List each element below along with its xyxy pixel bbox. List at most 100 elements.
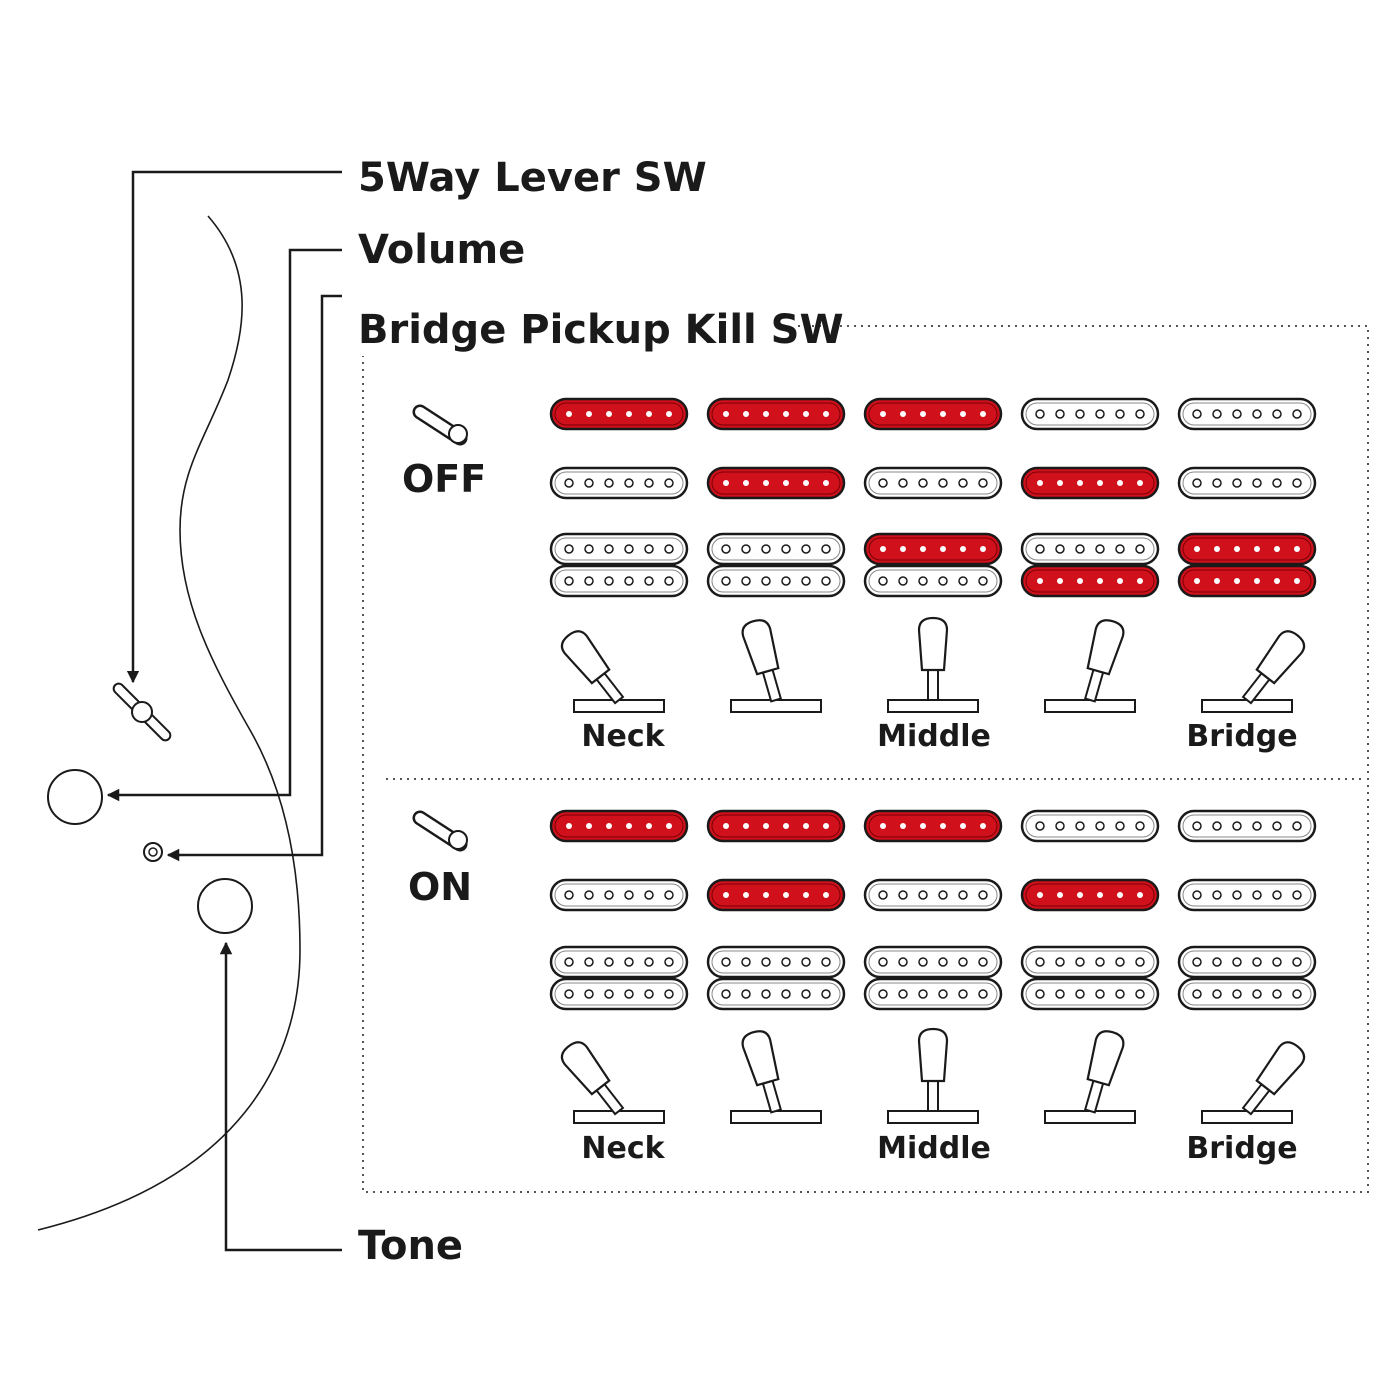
pole-piece xyxy=(1214,578,1220,584)
lever-switch-leader xyxy=(126,170,342,684)
tone-label: Tone xyxy=(358,1223,464,1269)
position-label-bridge: Bridge xyxy=(1186,719,1298,754)
volume-knob-icon xyxy=(47,769,103,825)
pole-piece xyxy=(1055,957,1065,967)
pole-piece xyxy=(978,576,988,586)
pole-piece xyxy=(1252,821,1262,831)
pole-piece xyxy=(938,478,948,488)
pole-piece xyxy=(1272,821,1282,831)
pole-piece xyxy=(626,411,632,417)
pole-piece xyxy=(823,823,829,829)
pole-piece xyxy=(1057,480,1063,486)
pole-piece xyxy=(1254,578,1260,584)
pole-piece xyxy=(1232,821,1242,831)
kill-toggle-off-icon xyxy=(412,404,468,446)
pole-piece xyxy=(1095,544,1105,554)
pole-piece xyxy=(1272,957,1282,967)
pole-piece xyxy=(1055,989,1065,999)
pole-piece xyxy=(646,823,652,829)
position-label-neck: Neck xyxy=(581,719,665,754)
lever-position-bridge-icon-off xyxy=(1201,630,1306,713)
pole-piece xyxy=(741,989,751,999)
pole-piece xyxy=(801,989,811,999)
pole-piece xyxy=(1115,821,1125,831)
pole-piece xyxy=(606,823,612,829)
pole-piece xyxy=(1135,409,1145,419)
pole-piece xyxy=(900,411,906,417)
position-label-middle: Middle xyxy=(877,1131,991,1166)
pickup-humbucker-bottom-off-c1 xyxy=(549,564,689,598)
pole-piece xyxy=(624,478,634,488)
pickup-humbucker-top-off-c3 xyxy=(863,532,1003,566)
pole-piece xyxy=(1192,409,1202,419)
pole-piece xyxy=(1232,957,1242,967)
pole-piece xyxy=(1232,409,1242,419)
pole-piece xyxy=(898,478,908,488)
pickup-single-off-r2-c4 xyxy=(1020,466,1160,500)
pole-piece xyxy=(1135,821,1145,831)
pickup-humbucker-bottom-on-c4 xyxy=(1020,977,1160,1011)
lever-position-middle-bridge-icon-on xyxy=(1044,1030,1136,1124)
pole-piece xyxy=(938,989,948,999)
pole-piece xyxy=(1075,821,1085,831)
pole-piece xyxy=(1097,892,1103,898)
pole-piece xyxy=(920,411,926,417)
pole-piece xyxy=(664,478,674,488)
pickup-humbucker-bottom-off-c4 xyxy=(1020,564,1160,598)
pole-piece xyxy=(803,480,809,486)
pole-piece xyxy=(1137,480,1143,486)
pole-piece xyxy=(743,480,749,486)
pole-piece xyxy=(564,576,574,586)
pole-piece xyxy=(1077,578,1083,584)
pole-piece xyxy=(1077,892,1083,898)
pole-piece xyxy=(763,823,769,829)
pole-piece xyxy=(1057,892,1063,898)
pole-piece xyxy=(566,823,572,829)
pole-piece xyxy=(918,478,928,488)
lever-position-middle-icon-on xyxy=(887,1027,979,1124)
pole-piece xyxy=(823,411,829,417)
pole-piece xyxy=(1115,409,1125,419)
pickup-single-on-r1-c5 xyxy=(1177,809,1317,843)
pole-piece xyxy=(781,957,791,967)
pickup-single-off-r1-c1 xyxy=(549,397,689,431)
pole-piece xyxy=(783,411,789,417)
pole-piece xyxy=(1274,546,1280,552)
pole-piece xyxy=(1252,957,1262,967)
pole-piece xyxy=(1254,546,1260,552)
pickup-humbucker-bottom-on-c2 xyxy=(706,977,846,1011)
position-label-middle: Middle xyxy=(877,719,991,754)
pole-piece xyxy=(1057,578,1063,584)
pole-piece xyxy=(1135,544,1145,554)
lever-position-neck-icon-off xyxy=(560,630,665,713)
pole-piece xyxy=(1135,957,1145,967)
pole-piece xyxy=(1075,957,1085,967)
pickup-humbucker-bottom-off-c2 xyxy=(706,564,846,598)
pole-piece xyxy=(1077,480,1083,486)
pole-piece xyxy=(761,544,771,554)
pole-piece xyxy=(721,989,731,999)
pole-piece xyxy=(878,989,888,999)
pole-piece xyxy=(1234,578,1240,584)
kill-switch-label: Bridge Pickup Kill SW xyxy=(358,307,844,353)
pole-piece xyxy=(743,411,749,417)
pole-piece xyxy=(958,890,968,900)
pole-piece xyxy=(626,823,632,829)
pickup-humbucker-top-on-c3 xyxy=(863,945,1003,979)
pole-piece xyxy=(644,478,654,488)
volume-label: Volume xyxy=(358,227,526,273)
pole-piece xyxy=(823,892,829,898)
pole-piece xyxy=(803,411,809,417)
pole-piece xyxy=(980,411,986,417)
lever-position-neck-icon-on xyxy=(560,1041,665,1124)
position-label-neck: Neck xyxy=(581,1131,665,1166)
pole-piece xyxy=(1274,578,1280,584)
body-outline-curve xyxy=(37,215,301,1231)
lever-switch-icon xyxy=(112,682,172,742)
pole-piece xyxy=(723,823,729,829)
pole-piece xyxy=(743,823,749,829)
pole-piece xyxy=(1232,989,1242,999)
pickup-single-on-r2-c2 xyxy=(706,878,846,912)
pole-piece xyxy=(978,890,988,900)
